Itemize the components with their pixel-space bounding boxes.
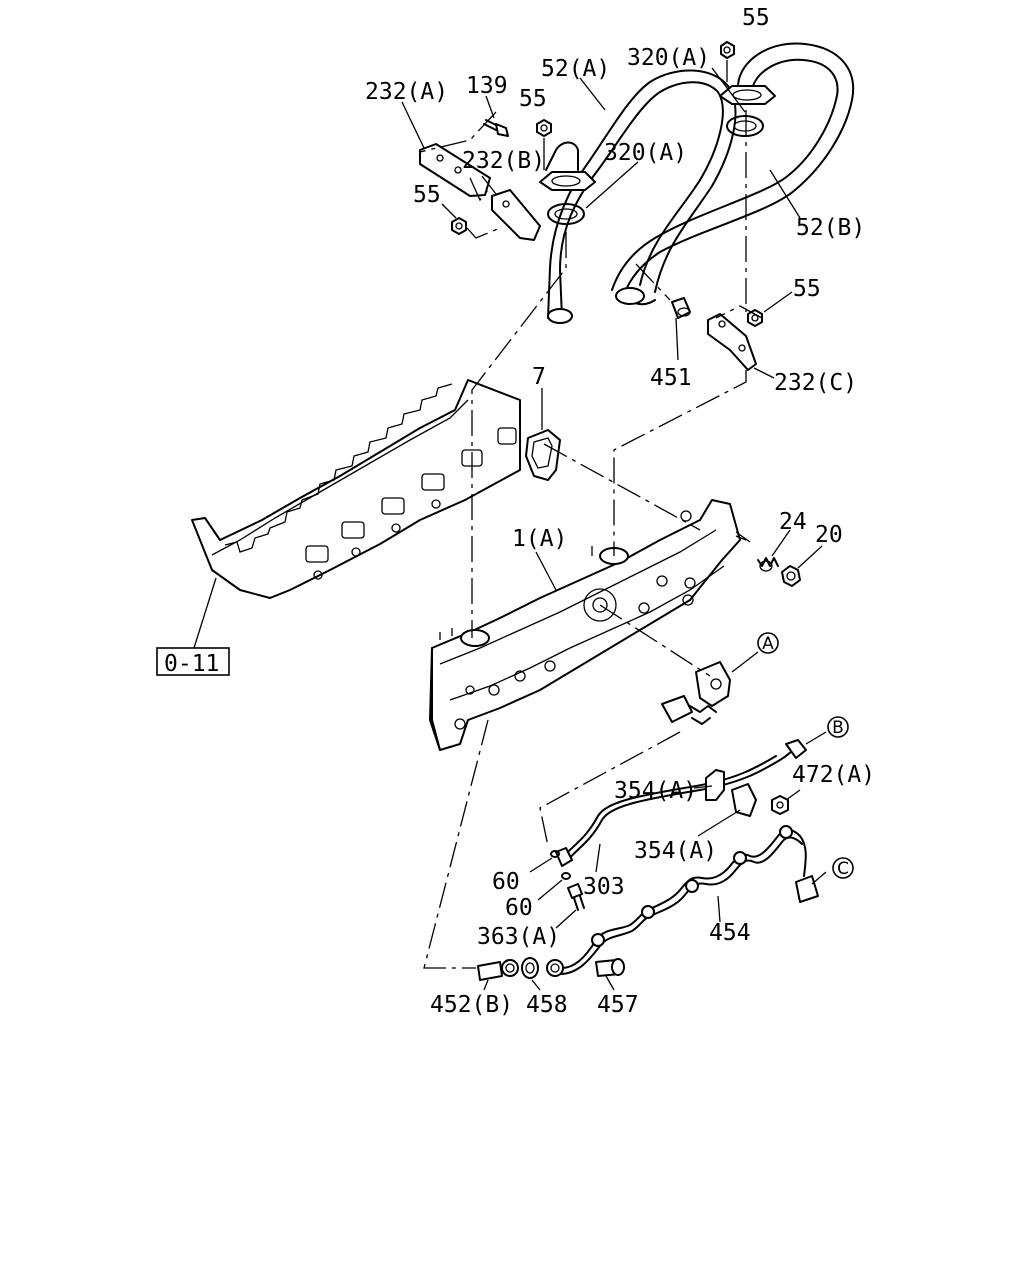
clip-354a-2 xyxy=(731,783,757,817)
bolt-363a xyxy=(567,883,585,911)
bracket-232c xyxy=(707,313,757,371)
label-55-c: 55 xyxy=(413,182,441,208)
bolt-457 xyxy=(595,958,625,977)
fuel-pipe-303 xyxy=(555,739,807,867)
label-60-2: 60 xyxy=(505,895,533,921)
intake-manifold-1a xyxy=(429,499,747,751)
washer-60-upper xyxy=(550,850,560,858)
fitting-457-ring xyxy=(546,959,564,977)
label-55-d: 55 xyxy=(793,276,821,302)
callout-b-label: B xyxy=(832,718,844,738)
spring-24 xyxy=(757,557,779,572)
plug-451 xyxy=(671,297,691,319)
label-232a: 232(A) xyxy=(365,79,448,105)
label-7: 7 xyxy=(532,364,546,390)
label-454: 454 xyxy=(709,920,751,946)
label-320a-top: 320(A) xyxy=(627,45,710,71)
gasket-320a-upper xyxy=(726,115,764,137)
label-52b: 52(B) xyxy=(796,215,865,241)
callout-c: C xyxy=(832,857,854,879)
nut-55-right xyxy=(747,309,763,327)
label-458: 458 xyxy=(526,992,568,1018)
reference-box-0-11: 0-11 xyxy=(156,647,230,677)
label-60-1: 60 xyxy=(492,869,520,895)
callout-c-label: C xyxy=(837,859,849,879)
clip-354a-1 xyxy=(705,769,725,801)
gasket-320a-lower xyxy=(547,203,585,225)
nut-472a xyxy=(771,795,789,815)
washer-60-lower xyxy=(561,872,571,880)
nut-55-top xyxy=(720,41,735,82)
valve-assembly xyxy=(661,661,731,725)
callout-a: A xyxy=(757,632,779,654)
bracket-232b xyxy=(491,189,541,241)
label-457: 457 xyxy=(597,992,639,1018)
label-303: 303 xyxy=(583,874,625,900)
pipe-52a xyxy=(545,69,737,324)
leader-lines xyxy=(401,67,827,991)
label-20: 20 xyxy=(815,522,843,548)
part-labels: 55 320(A) 52(A) 232(A) 139 55 320(A) 232… xyxy=(365,5,875,1018)
label-232b: 232(B) xyxy=(462,148,545,174)
nut-55-left xyxy=(451,217,467,235)
label-452b: 452(B) xyxy=(430,992,513,1018)
label-55-b: 55 xyxy=(519,86,547,112)
bolt-139 xyxy=(483,119,509,137)
label-1a: 1(A) xyxy=(512,526,567,552)
alignment-lines xyxy=(419,110,763,969)
washer-458 xyxy=(521,957,539,979)
nut-20 xyxy=(781,565,801,587)
label-232c: 232(C) xyxy=(774,370,857,396)
label-52a: 52(A) xyxy=(541,56,610,82)
pipe-52b xyxy=(611,42,855,305)
callout-a-label: A xyxy=(762,634,774,654)
flange-52b xyxy=(719,85,776,105)
gasket-7 xyxy=(525,429,561,481)
label-55-top: 55 xyxy=(742,5,770,31)
nut-55-mid xyxy=(536,119,552,170)
callout-b: B xyxy=(827,716,849,738)
label-363a: 363(A) xyxy=(477,924,560,950)
label-354a-1: 354(A) xyxy=(614,778,697,804)
cylinder-head xyxy=(191,379,521,649)
label-320a-mid: 320(A) xyxy=(604,140,687,166)
label-139: 139 xyxy=(466,73,508,99)
label-451: 451 xyxy=(650,365,692,391)
label-354a-2: 354(A) xyxy=(634,838,717,864)
reference-label: 0-11 xyxy=(164,651,219,677)
leak-off-pipe-454 xyxy=(559,825,819,975)
banjo-452b xyxy=(477,959,519,981)
label-472a: 472(A) xyxy=(792,762,875,788)
flange-52a xyxy=(539,171,596,191)
label-24: 24 xyxy=(779,509,807,535)
